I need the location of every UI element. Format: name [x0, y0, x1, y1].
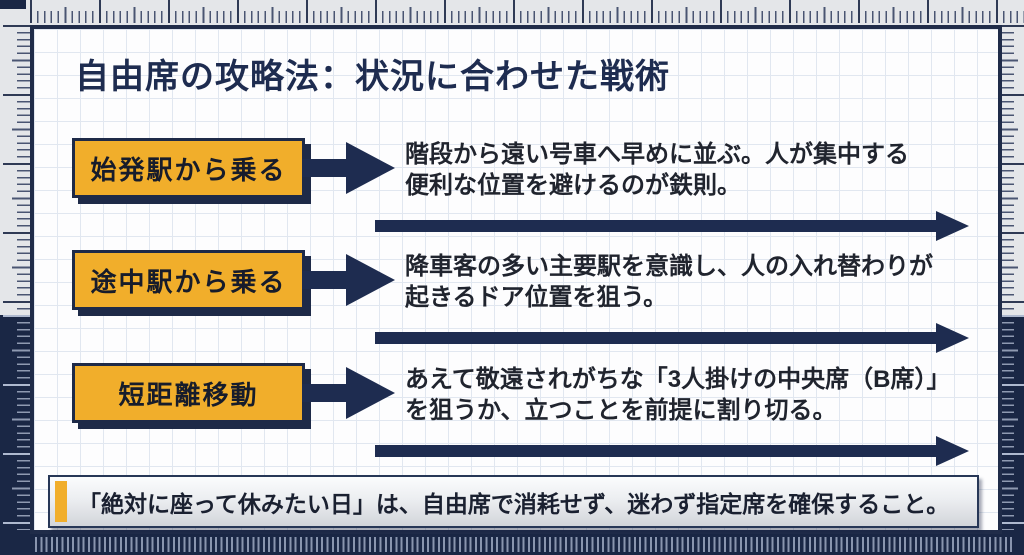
tactic-label: 始発駅から乗る	[90, 154, 287, 185]
tactic-label-box: 始発駅から乗る	[72, 138, 305, 198]
description-line: 便利な位置を避けるのが鉄則。	[405, 172, 741, 199]
description-line: を狙うか、立つことを前提に割り切る。	[405, 397, 837, 424]
conclusion-banner: 「絶対に座って休みたい日」は、自由席で消耗せず、迷わず指定席を確保すること。	[48, 475, 979, 528]
description-line: 起きるドア位置を狙う。	[405, 284, 668, 311]
divider-arrow-icon	[375, 211, 969, 241]
tactic-label: 途中駅から乗る	[90, 266, 287, 297]
description-line: あえて敬遠されがちな「3人掛けの中央席（B席）」	[405, 366, 951, 393]
divider-arrow-icon	[375, 436, 969, 466]
tactic-label-box: 短距離移動	[72, 363, 305, 423]
grid-paper-card: 自由席の攻略法：状況に合わせた戦術 始発駅から乗る 階段から遠い号車へ早めに並ぶ…	[30, 25, 1002, 534]
tactic-label: 短距離移動	[118, 379, 259, 410]
arrow-right-icon	[302, 142, 395, 194]
divider-arrow-icon	[375, 323, 969, 353]
description-line: 階段から遠い号車へ早めに並ぶ。人が集中する	[405, 141, 909, 168]
tactic-description: 階段から遠い号車へ早めに並ぶ。人が集中する 便利な位置を避けるのが鉄則。	[405, 139, 909, 201]
banner-accent-bar	[55, 481, 67, 522]
conclusion-text: 「絶対に座って休みたい日」は、自由席で消耗せず、迷わず指定席を確保すること。	[78, 490, 950, 517]
description-line: 降車客の多い主要駅を意識し、人の入れ替わりが	[405, 253, 933, 280]
arrow-right-icon	[302, 254, 395, 306]
arrow-right-icon	[302, 367, 395, 419]
tactic-description: 降車客の多い主要駅を意識し、人の入れ替わりが 起きるドア位置を狙う。	[405, 251, 933, 313]
corner-accent	[0, 0, 26, 9]
tactic-label-box: 途中駅から乗る	[72, 250, 305, 310]
tactic-description: あえて敬遠されがちな「3人掛けの中央席（B席）」 を狙うか、立つことを前提に割り…	[405, 364, 950, 426]
page-title: 自由席の攻略法：状況に合わせた戦術	[75, 58, 670, 96]
